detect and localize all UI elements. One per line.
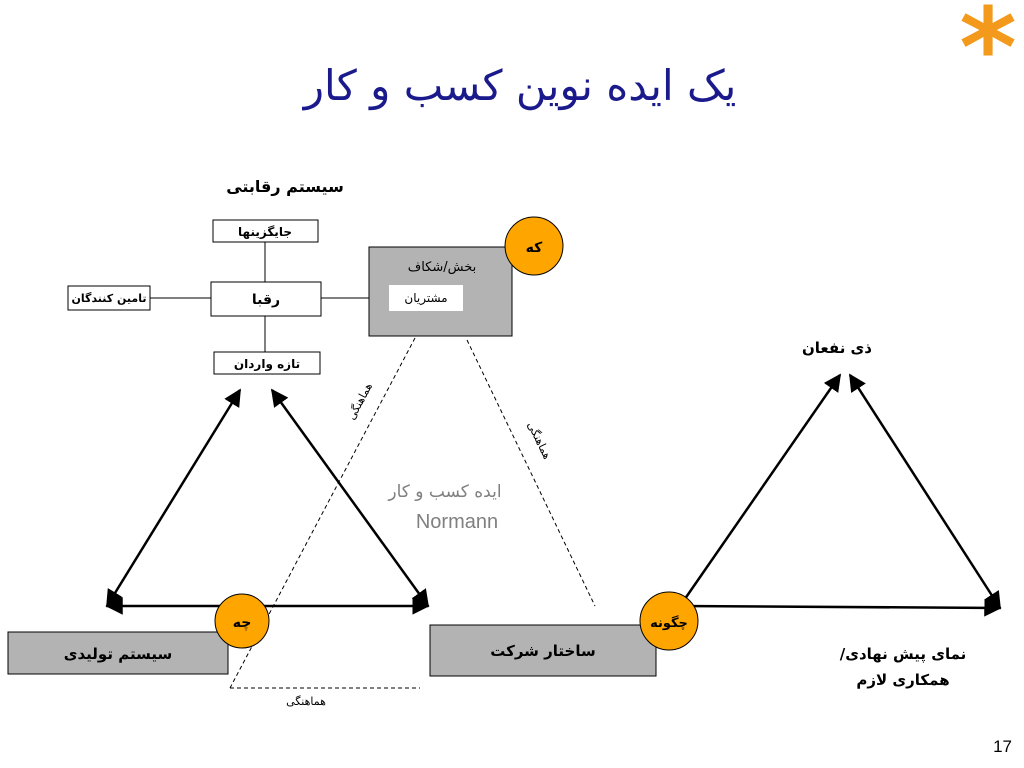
suppliers-label: تامین کنندگان bbox=[72, 292, 147, 305]
left-triangle bbox=[105, 388, 430, 615]
company-structure-box: ساختار شرکت bbox=[429, 624, 657, 677]
circle-who-label: که bbox=[526, 240, 543, 256]
segment-box: بخش/شکاف مشتریان bbox=[368, 246, 513, 337]
production-system-box: سیستم تولیدی bbox=[7, 631, 229, 675]
company-structure-label: ساختار شرکت bbox=[490, 642, 596, 660]
image-label-line1: نمای پیش نهادی/ bbox=[840, 645, 967, 664]
customers-box bbox=[389, 285, 463, 311]
segment-label: بخش/شکاف bbox=[408, 260, 476, 275]
rivals-box: رقبا bbox=[210, 281, 322, 317]
harmony-label-right: هماهنگی bbox=[525, 420, 554, 462]
suppliers-box: تامین کنندگان bbox=[67, 285, 151, 311]
stakeholders-label: ذی نفعان bbox=[802, 339, 872, 357]
circle-how: چگونه bbox=[639, 591, 699, 651]
right-triangle bbox=[678, 373, 1002, 617]
slide-title: یک ایده نوین کسب و کار bbox=[302, 61, 737, 110]
harmony-label-bottom: هماهنگی bbox=[286, 695, 326, 708]
new-entrants-label: تازه واردان bbox=[234, 357, 300, 372]
substitutes-box: جایگزینها bbox=[212, 219, 319, 243]
image-label-line2: همکاری لازم bbox=[856, 671, 949, 689]
substitutes-label: جایگزینها bbox=[238, 225, 292, 239]
author-label: Normann bbox=[416, 511, 498, 533]
customers-label: مشتریان bbox=[404, 291, 447, 306]
business-idea-label: ایده کسب و کار bbox=[387, 482, 501, 502]
circle-what-label: چه bbox=[233, 615, 252, 631]
new-entrants-box: تازه واردان bbox=[213, 351, 321, 375]
circle-how-label: چگونه bbox=[650, 615, 688, 631]
competitive-system-heading: سیستم رقابتی bbox=[226, 177, 344, 196]
circle-who: که bbox=[504, 216, 564, 276]
circle-what: چه bbox=[214, 593, 270, 649]
production-system-label: سیستم تولیدی bbox=[64, 645, 172, 663]
harmony-label-left: هماهنگی bbox=[345, 381, 375, 422]
rivals-label: رقبا bbox=[252, 292, 280, 308]
page-number: 17 bbox=[993, 737, 1012, 756]
asterisk-icon: * bbox=[959, 0, 1017, 112]
